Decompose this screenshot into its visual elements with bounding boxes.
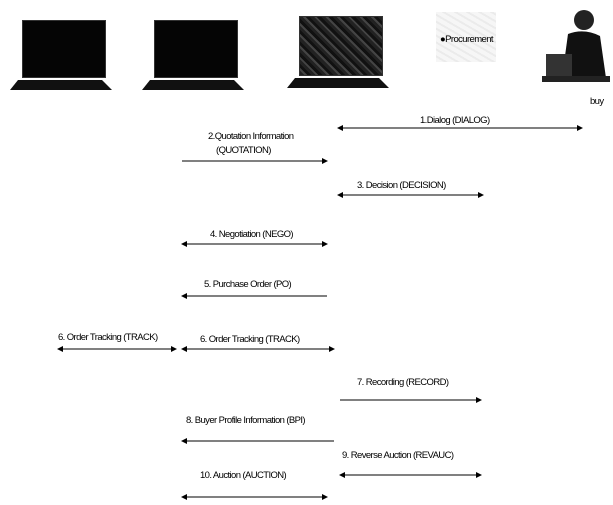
buyer-person-icon: [542, 10, 610, 82]
label-track-left: 6. Order Tracking (TRACK): [58, 332, 158, 343]
buyer-figure: buy: [540, 4, 613, 107]
laptop-3-server: [285, 14, 395, 94]
label-nego: 4. Negotiation (NEGO): [210, 229, 294, 240]
laptop-1-screen: [22, 20, 106, 78]
laptop-3-base: [287, 78, 389, 88]
laptop-1-base: [10, 80, 112, 90]
label-decision: 3. Decision (DECISION): [357, 180, 446, 191]
label-quotation-line2: (QUOTATION): [216, 145, 271, 156]
laptop-2-base: [142, 80, 244, 90]
eprocurement-texture: [436, 12, 496, 62]
label-po: 5. Purchase Order (PO): [204, 279, 292, 290]
laptop-3-screen: [299, 16, 383, 76]
label-quotation-line1: 2.Quotation Information: [208, 131, 294, 142]
label-bpi: 8. Buyer Profile Information (BPI): [186, 415, 306, 426]
laptop-1: [10, 18, 120, 94]
label-track-right: 6. Order Tracking (TRACK): [200, 334, 300, 345]
laptop-2-screen: [154, 20, 238, 78]
buyer-label: buy: [590, 96, 604, 107]
label-record: 7. Recording (RECORD): [357, 377, 449, 388]
eprocurement-label: ●Procurement: [440, 34, 494, 45]
label-auction: 10. Auction (AUCTION): [200, 470, 287, 481]
label-revauc: 9. Reverse Auction (REVAUC): [342, 450, 454, 461]
label-dialog: 1.Dialog (DIALOG): [420, 115, 490, 126]
laptop-2: [140, 18, 250, 94]
eprocurement-node: ●Procurement: [430, 12, 520, 72]
